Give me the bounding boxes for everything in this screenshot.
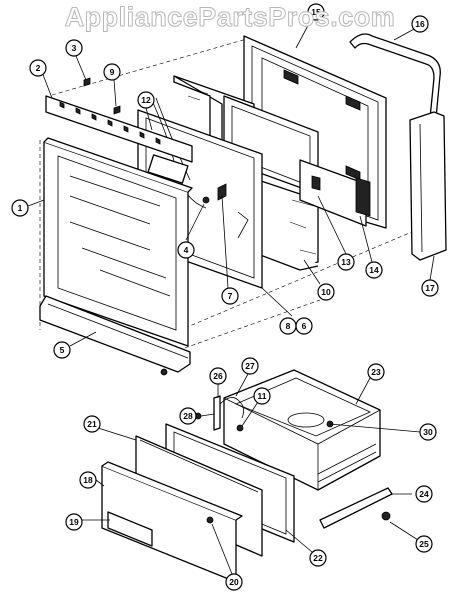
callout-1-label: 1 (18, 203, 23, 213)
callout-13: 13 (337, 253, 355, 271)
callout-22: 22 (309, 549, 327, 567)
vent-trim-part (45, 95, 193, 163)
callout-22-label: 22 (313, 553, 323, 563)
callout-28: 28 (179, 407, 197, 425)
callout-6-label: 6 (302, 321, 307, 331)
callout-8: 8 (279, 317, 297, 335)
callout-19: 19 (65, 513, 83, 531)
callout-24: 24 (415, 485, 433, 503)
callout-7-label: 7 (228, 291, 233, 301)
callout-4-label: 4 (184, 245, 189, 255)
callout-7: 7 (221, 287, 239, 305)
callout-5: 5 (53, 341, 71, 359)
callout-21: 21 (83, 415, 101, 433)
callout-12-label: 12 (141, 95, 151, 105)
callout-20-label: 20 (229, 577, 239, 587)
callout-30: 30 (419, 423, 437, 441)
callout-2-label: 2 (36, 63, 41, 73)
callout-18-label: 18 (83, 475, 93, 485)
callout-26-label: 26 (213, 371, 223, 381)
callout-15-label: 15 (311, 7, 321, 17)
callout-23: 23 (367, 363, 385, 381)
callout-25-label: 25 (419, 539, 429, 549)
bottom-trim-part (39, 295, 191, 376)
callout-11-label: 11 (258, 391, 267, 401)
callout-13-label: 13 (341, 257, 351, 267)
callout-16-label: 16 (415, 19, 425, 29)
callout-24-label: 24 (419, 489, 429, 499)
callout-20: 20 (225, 573, 243, 591)
drawer-rail-part (319, 487, 393, 529)
drawer-front-panel-part (101, 461, 243, 583)
callout-27: 27 (241, 357, 259, 375)
callout-30-label: 30 (423, 427, 433, 437)
callout-9: 9 (103, 63, 121, 81)
callout-19-label: 19 (69, 517, 79, 527)
callout-2: 2 (29, 59, 47, 77)
callout-4: 4 (177, 241, 195, 259)
callout-23-label: 23 (371, 367, 381, 377)
callout-17-label: 17 (425, 283, 435, 293)
callout-6: 6 (295, 317, 313, 335)
callout-9-label: 9 (110, 67, 115, 77)
callout-1: 1 (11, 199, 29, 217)
hardware-screws (83, 77, 227, 204)
guide-lines (39, 37, 441, 356)
callout-26: 26 (209, 367, 227, 385)
door-trim-part (409, 111, 447, 261)
outer-door-panel-part (43, 137, 193, 347)
callout-5-label: 5 (60, 345, 65, 355)
callout-18: 18 (79, 471, 97, 489)
callout-14-label: 14 (369, 265, 379, 275)
callout-21-label: 21 (87, 419, 97, 429)
callout-17: 17 (421, 279, 439, 297)
callout-16: 16 (411, 15, 429, 33)
leader-lines (27, 17, 435, 575)
callout-25: 25 (415, 535, 433, 553)
callout-14: 14 (365, 261, 383, 279)
callout-10: 10 (317, 283, 335, 301)
callout-8-label: 8 (286, 321, 291, 331)
callout-3-label: 3 (72, 43, 77, 53)
callout-10-label: 10 (321, 287, 331, 297)
callout-15: 15 (307, 3, 325, 21)
callout-12: 12 (137, 91, 155, 109)
glass-panel-part (223, 95, 371, 227)
callout-28-label: 28 (183, 411, 193, 421)
callout-11: 11 (253, 387, 271, 405)
callout-3: 3 (65, 39, 83, 57)
callout-27-label: 27 (245, 361, 255, 371)
